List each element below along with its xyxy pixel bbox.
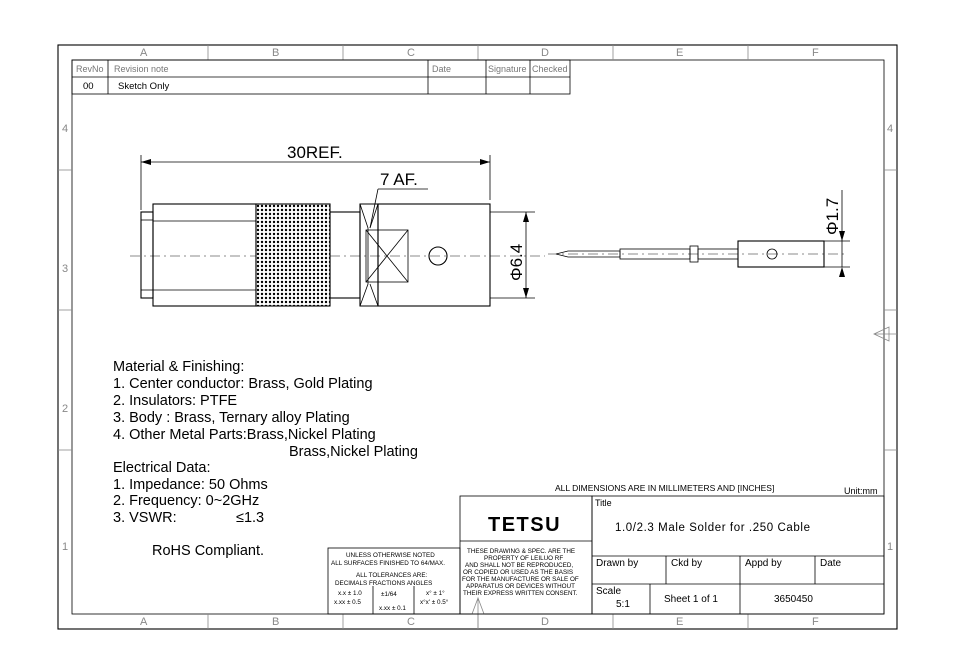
part-number: 3650450 <box>774 594 813 605</box>
property-line-4: OR COPIED OR USED AS THE BASIS <box>463 569 573 576</box>
title-block <box>327 495 885 615</box>
dim-across-flats-label: 7 AF. <box>380 170 418 189</box>
rev-header-note: Revision note <box>114 64 169 74</box>
title-label: Title <box>595 498 612 508</box>
connector-body <box>130 203 545 307</box>
drawing-title: 1.0/2.3 Male Solder for .250 Cable <box>615 522 811 534</box>
material-item-1: 1. Center conductor: Brass, Gold Plating <box>113 376 373 392</box>
grid-col-b-bottom: B <box>272 616 279 628</box>
projection-arrow-bottom <box>471 596 485 629</box>
rev-header-signature: Signature <box>488 64 527 74</box>
grid-col-b-top: B <box>272 47 279 59</box>
dim-pin-diameter-label: Φ1.7 <box>823 198 842 235</box>
unit-label: Unit:mm <box>844 486 878 496</box>
dim-pin-diameter <box>824 190 850 277</box>
material-item-3: 3. Body : Brass, Ternary alloy Plating <box>113 410 350 426</box>
grid-col-a-top: A <box>140 47 148 59</box>
property-line-2: PROPERTY OF LEILUO RF <box>484 555 563 562</box>
tolerance-line-8: x° ± 1° <box>426 589 445 597</box>
ckd-by-label: Ckd by <box>671 558 702 569</box>
material-item-4-cont: Brass,Nickel Plating <box>289 444 418 460</box>
property-notes: THESE DRAWING & SPEC. ARE THE PROPERTY O… <box>462 548 579 597</box>
grid-row-4-left: 4 <box>62 123 68 135</box>
company-name: TETSU <box>488 514 561 536</box>
tolerance-notes: UNLESS OTHERWISE NOTED ALL SURFACES FINI… <box>331 552 449 612</box>
scale-label: Scale <box>596 586 621 597</box>
tolerance-line-7: ±1/64 <box>381 591 397 598</box>
grid-col-e-top: E <box>676 47 683 59</box>
scale-value: 5:1 <box>616 599 630 610</box>
sheet-number: Sheet 1 of 1 <box>664 594 718 605</box>
dim-body-diameter <box>490 211 535 299</box>
rev-number: 00 <box>83 81 94 92</box>
date-label: Date <box>820 558 842 569</box>
electrical-title: Electrical Data: <box>113 460 211 476</box>
dim-length-label: 30REF. <box>287 143 343 162</box>
solder-hole <box>428 246 448 266</box>
property-line-5: FOR THE MANUFACTURE OR SALE OF <box>462 576 579 583</box>
center-contact <box>548 240 848 268</box>
tolerance-line-6: x.xx ± 0.5 <box>334 599 361 606</box>
grid-col-e-bottom: E <box>676 616 683 628</box>
material-item-4: 4. Other Metal Parts:Brass,Nickel Platin… <box>113 427 376 443</box>
rev-header-revno: RevNo <box>76 64 104 74</box>
rev-header-checked: Checked <box>532 64 568 74</box>
dim-body-diameter-label: Φ6.4 <box>507 244 526 281</box>
grid-col-c-top: C <box>407 47 415 59</box>
outer-border <box>57 44 898 630</box>
all-dims-note: ALL DIMENSIONS ARE IN MILLIMETERS AND [I… <box>555 483 774 493</box>
property-line-7: THEIR EXPRESS WRITTEN CONSENT. <box>463 590 578 597</box>
revision-table <box>71 59 571 95</box>
rev-note: Sketch Only <box>118 81 169 92</box>
tolerance-line-3: ALL TOLERANCES ARE: <box>356 572 428 579</box>
tolerance-line-2: ALL SURFACES FINISHED TO 64/MAX. <box>331 560 445 567</box>
property-line-6: APPARATUS OR DEVICES WITHOUT <box>466 583 575 590</box>
appd-by-label: Appd by <box>745 558 782 569</box>
dim-length <box>140 155 491 210</box>
grid-col-f-top: F <box>812 47 819 59</box>
tolerance-line-9: x°x' ± 0.5° <box>420 598 449 606</box>
knurled-nut <box>255 203 331 307</box>
electrical-vswr-value: ≤1.3 <box>236 510 264 526</box>
drawn-by-label: Drawn by <box>596 558 638 569</box>
material-notes: Material & Finishing: 1. Center conducto… <box>113 359 418 526</box>
property-line-3: AND SHALL NOT BE REPRODUCED, <box>465 562 573 569</box>
projection-arrow-right <box>873 326 897 342</box>
material-title: Material & Finishing: <box>113 359 244 375</box>
property-line-1: THESE DRAWING & SPEC. ARE THE <box>467 548 575 555</box>
electrical-vswr-label: 3. VSWR: <box>113 510 177 526</box>
wrench-flat <box>365 229 409 283</box>
grid-col-d-bottom: D <box>541 616 549 628</box>
tolerance-line-1: UNLESS OTHERWISE NOTED <box>346 552 435 559</box>
tolerance-line-4: DECIMALS FRACTIONS ANGLES <box>335 580 432 587</box>
material-item-2: 2. Insulators: PTFE <box>113 393 237 409</box>
grid-ticks <box>58 45 897 629</box>
grid-col-f-bottom: F <box>812 616 819 628</box>
grid-col-a-bottom: A <box>140 616 148 628</box>
dim-across-flats <box>369 188 428 229</box>
grid-col-d-top: D <box>541 47 549 59</box>
grid-row-1-left: 1 <box>62 541 68 553</box>
tolerance-line-10: x.xx ± 0.1 <box>379 605 406 612</box>
tolerance-line-5: x.x ± 1.0 <box>338 590 362 597</box>
electrical-frequency: 2. Frequency: 0~2GHz <box>113 493 259 509</box>
grid-row-4-right: 4 <box>887 123 893 135</box>
electrical-impedance: 1. Impedance: 50 Ohms <box>113 477 268 493</box>
rev-header-date: Date <box>432 64 451 74</box>
grid-row-3-left: 3 <box>62 263 68 275</box>
grid-row-2-left: 2 <box>62 403 68 415</box>
rohs-label: RoHS Compliant. <box>152 543 264 559</box>
grid-row-1-right: 1 <box>887 541 893 553</box>
grid-col-c-bottom: C <box>407 616 415 628</box>
